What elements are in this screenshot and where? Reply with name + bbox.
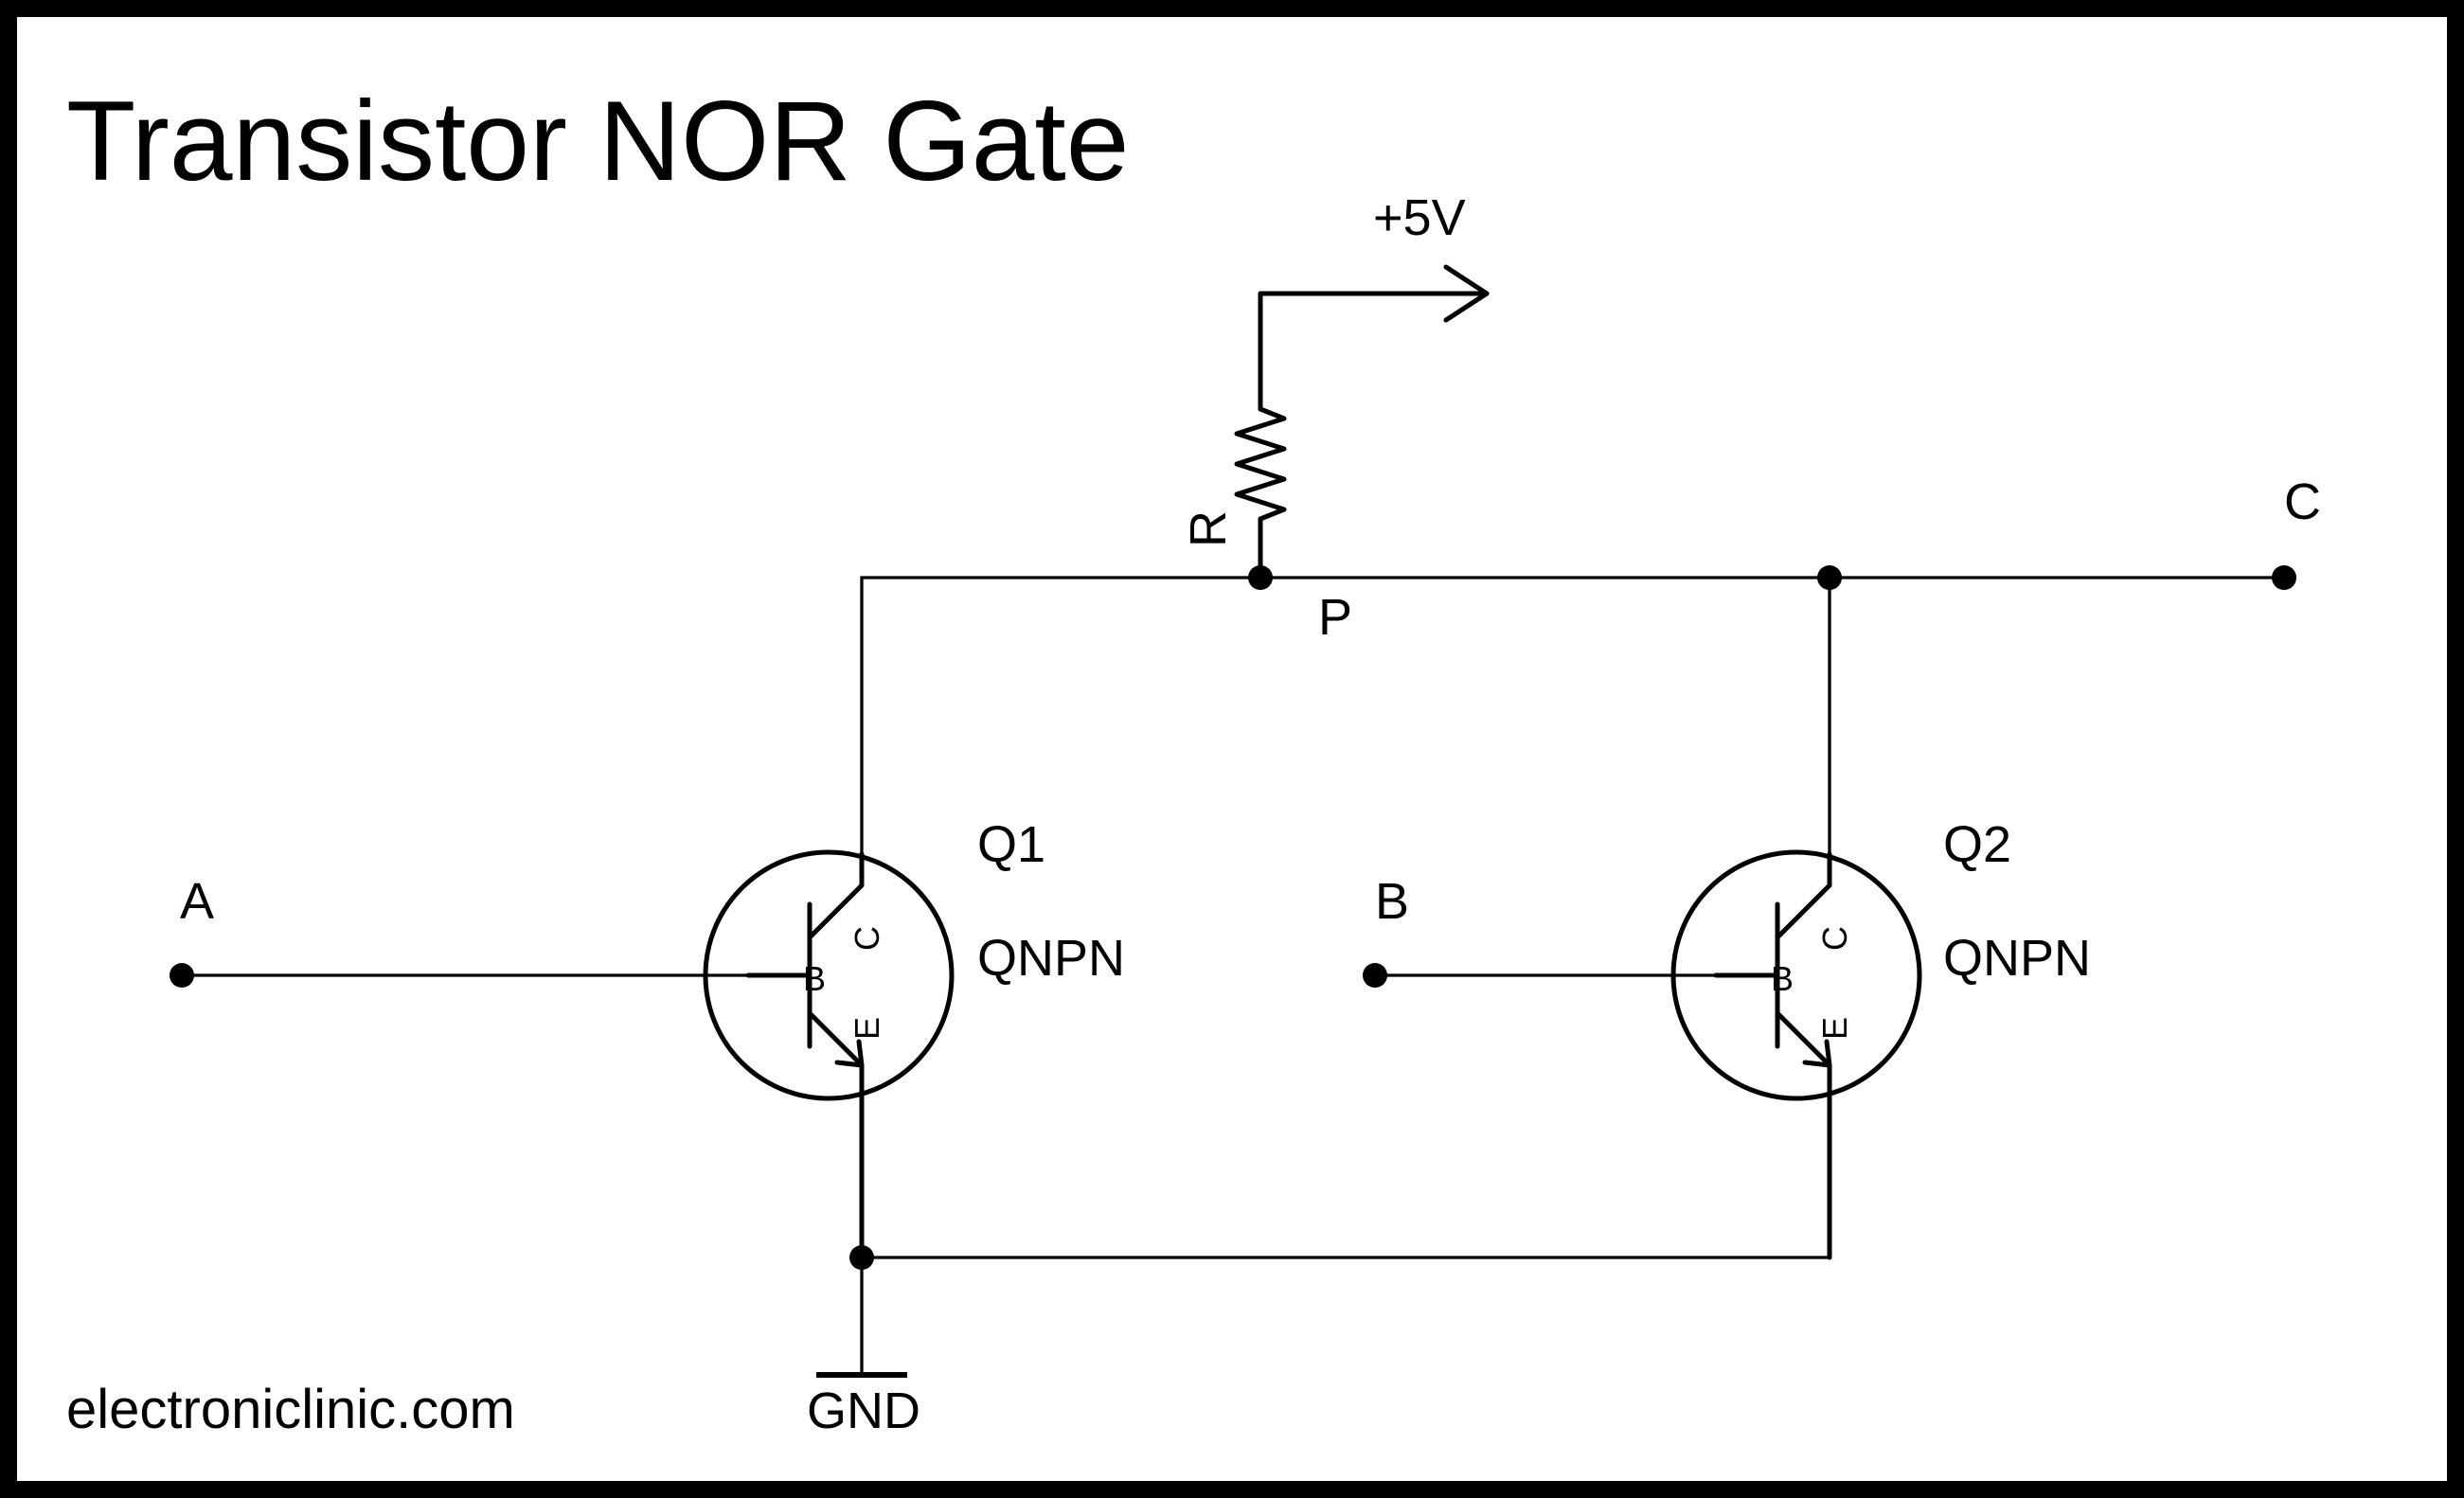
resistor-r xyxy=(1234,406,1287,580)
junction-p xyxy=(1248,565,1273,590)
input-a-label: A xyxy=(180,873,214,930)
q2-emitter-pin-label: E xyxy=(1815,1017,1854,1040)
supply-arrow xyxy=(1258,264,1490,412)
q2-base-pin-label: B xyxy=(1771,959,1794,998)
transistor-q1 xyxy=(703,849,955,1260)
supply-label: +5V xyxy=(1373,189,1466,246)
footer-credit: electroniclinic.com xyxy=(66,1379,515,1440)
q1-emitter-pin-label: E xyxy=(848,1017,886,1040)
collector-bus-wire xyxy=(860,576,2286,856)
ground-label: GND xyxy=(807,1382,920,1439)
q2-model-label: QNPN xyxy=(1943,930,2091,987)
q1-collector-pin-label: C xyxy=(848,926,886,951)
q2-ref-label: Q2 xyxy=(1943,816,2011,873)
junction-q2-collector xyxy=(1817,565,1842,590)
q1-base-pin-label: B xyxy=(803,959,826,998)
output-terminal xyxy=(2272,565,2296,590)
node-p-label: P xyxy=(1318,589,1352,646)
input-b-label: B xyxy=(1375,873,1409,930)
q1-model-label: QNPN xyxy=(977,930,1125,987)
q2-collector-pin-label: C xyxy=(1815,926,1854,951)
diagram-title: Transistor NOR Gate xyxy=(66,78,1129,205)
output-c-label: C xyxy=(2284,473,2321,530)
transistor-q2 xyxy=(1670,849,1922,1260)
q1-ref-label: Q1 xyxy=(977,816,1045,873)
resistor-label: R xyxy=(1180,510,1237,547)
